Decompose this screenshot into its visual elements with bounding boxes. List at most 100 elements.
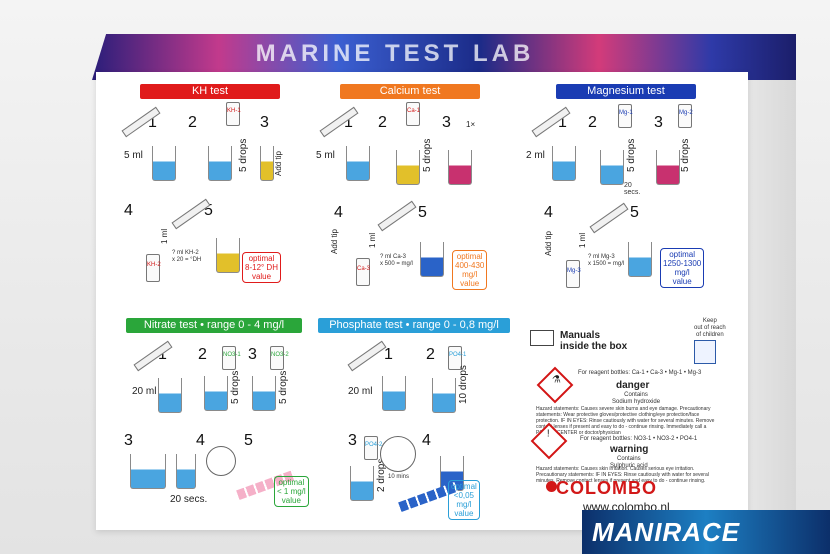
phosphate-tube-1 — [382, 376, 406, 411]
calcium-test-title: Calcium test — [340, 84, 480, 99]
magnesium-result-badge: optimal 1250-1300 mg/l value — [660, 248, 705, 288]
magnesium-bottle-1-label: Mg-1 — [619, 110, 633, 116]
phosphate-tube-3 — [350, 466, 374, 501]
calcium-step-5: 5 — [418, 204, 427, 221]
nitrate-tube-mix — [130, 454, 166, 489]
calcium-bottle-1-label: Ca-1 — [407, 108, 421, 114]
keep-away-children-icon — [694, 340, 716, 364]
nitrate-tube-3 — [252, 376, 276, 411]
phosphate-step-2: 2 — [426, 346, 435, 363]
nitrate-secs-label: 20 secs. — [170, 494, 208, 505]
magnesium-bottle-3-label: Mg-3 — [567, 268, 581, 274]
phosphate-test-title: Phosphate test • range 0 - 0,8 mg/l — [318, 318, 510, 333]
nitrate-clock-icon — [206, 446, 236, 476]
phosphate-bottle-2-label: PO4-2 — [365, 442, 383, 448]
calcium-step-1: 1 — [344, 114, 353, 131]
calcium-add-tip-label: Add tip — [330, 229, 339, 254]
box-side-panel — [748, 62, 796, 532]
magnesium-tube-2 — [600, 150, 624, 185]
nitrate-bottle-2-icon — [270, 346, 284, 370]
kh-test-title: KH test — [140, 84, 280, 99]
magnesium-tube-5 — [628, 242, 652, 277]
calcium-volume-label: 5 ml — [316, 150, 335, 161]
keep-out-note: Keep out of reach of children — [694, 318, 726, 338]
magnesium-tube-1 — [552, 146, 576, 181]
magnesium-1ml-label: 1 ml — [578, 232, 587, 248]
magnesium-3-bottle-icon — [566, 260, 580, 288]
nitrate-tube-powder — [176, 454, 196, 489]
magnesium-add-tip-label: Add tip — [544, 231, 553, 256]
phosphate-tube-2 — [432, 378, 456, 413]
calcium-step-2: 2 — [378, 114, 387, 131]
nitrate-tube-1 — [158, 378, 182, 413]
kh-tube-1 — [152, 146, 176, 181]
calcium-1x-label: 1× — [466, 120, 476, 129]
danger-label: danger — [616, 380, 650, 391]
kh-step-3: 3 — [260, 114, 269, 131]
kh-bottle-1-label: KH-1 — [227, 108, 241, 114]
magnesium-drops-label-2: 5 drops — [680, 138, 691, 172]
phosphate-mins-label: 10 mins — [388, 474, 410, 480]
phosphate-bottle-1-label: PO4-1 — [449, 352, 467, 358]
calcium-tube-2 — [396, 150, 420, 185]
calcium-tube-1 — [346, 146, 370, 181]
danger-contents: Contains Sodium hydroxide — [612, 392, 661, 405]
kh-tube-2 — [208, 146, 232, 181]
nitrate-bottle-1-label: NO3-1 — [223, 352, 241, 358]
manuals-note: Manuals inside the box — [560, 330, 628, 352]
kh-tube-5 — [216, 238, 240, 273]
magnesium-drops-label-1: 5 drops — [626, 138, 637, 172]
calcium-tube-3 — [448, 150, 472, 185]
calcium-bottle-3-label: Ca-3 — [357, 266, 371, 272]
hazard-statement-1: Hazard statements: Causes severe skin bu… — [536, 406, 715, 436]
nitrate-tube-2 — [204, 376, 228, 411]
kh-result-badge: optimal 8-12° DH value — [242, 252, 281, 283]
magnesium-step-4: 4 — [544, 204, 553, 221]
phosphate-clock-icon — [380, 436, 416, 472]
nitrate-drops-label-1: 5 drops — [230, 370, 241, 404]
kh-tube-3 — [260, 146, 274, 181]
calcium-drops-label: 5 drops — [422, 138, 433, 172]
manual-book-icon — [530, 330, 554, 346]
phosphate-step-1: 1 — [384, 346, 393, 363]
magnesium-step-5: 5 — [630, 204, 639, 221]
calcium-3-bottle-icon — [356, 258, 370, 286]
calcium-step-3: 3 — [442, 114, 451, 131]
phosphate-step-3: 3 — [348, 432, 357, 449]
warning-label: warning — [610, 444, 649, 455]
kh-bottle-2-label: KH-2 — [147, 262, 161, 268]
phosphate-volume-label: 20 ml — [348, 386, 373, 397]
box-top-title: MARINE TEST LAB — [255, 40, 535, 67]
magnesium-test-title: Magnesium test — [556, 84, 696, 99]
nitrate-bottle-1-icon — [222, 346, 236, 370]
magnesium-bottle-2-label: Mg-2 — [679, 110, 693, 116]
magnesium-bottle-1-icon — [618, 104, 632, 128]
kh-step-1: 1 — [148, 114, 157, 131]
calcium-formula: ? ml Ca-3 x 500 = mg/l — [380, 254, 413, 267]
colombo-logo: COLOMBO — [556, 478, 657, 498]
phosphate-bottle-1-icon — [448, 346, 462, 370]
hazard-statement-2: Hazard statements: Causes skin irritatio… — [536, 466, 709, 484]
nitrate-result-badge: optimal < 1 mg/l value — [274, 476, 309, 507]
nitrate-step-3b: 3 — [124, 432, 133, 449]
kh-2-bottle-icon — [146, 254, 160, 282]
watermark-banner: MANIRACE — [582, 510, 830, 554]
reagent-group-2: For reagent bottles: NO3-1 • NO3-2 • PO4… — [580, 436, 698, 442]
kh-step-5: 5 — [204, 202, 213, 219]
colombo-logo-mark — [546, 481, 557, 492]
kh-bottle-icon — [226, 102, 240, 126]
kh-drops-label: 5 drops — [238, 138, 249, 172]
reagent-group-1: For reagent bottles: Ca-1 • Ca-3 • Mg-1 … — [578, 370, 702, 376]
kh-formula: ? ml KH-2 x 20 = °DH — [172, 250, 202, 263]
magnesium-step-2: 2 — [588, 114, 597, 131]
phosphate-drops-label-1: 10 drops — [458, 365, 469, 404]
nitrate-bottle-2-label: NO3-2 — [271, 352, 289, 358]
kh-volume-label: 5 ml — [124, 150, 143, 161]
phosphate-step-4: 4 — [422, 432, 431, 449]
magnesium-bottle-2-icon — [678, 104, 692, 128]
nitrate-test-title: Nitrate test • range 0 - 4 mg/l — [126, 318, 302, 333]
box-back-face — [96, 72, 748, 530]
phosphate-result-badge: optimal <0,05 mg/l value — [448, 480, 480, 520]
calcium-tube-5 — [420, 242, 444, 277]
nitrate-step-4: 4 — [196, 432, 205, 449]
